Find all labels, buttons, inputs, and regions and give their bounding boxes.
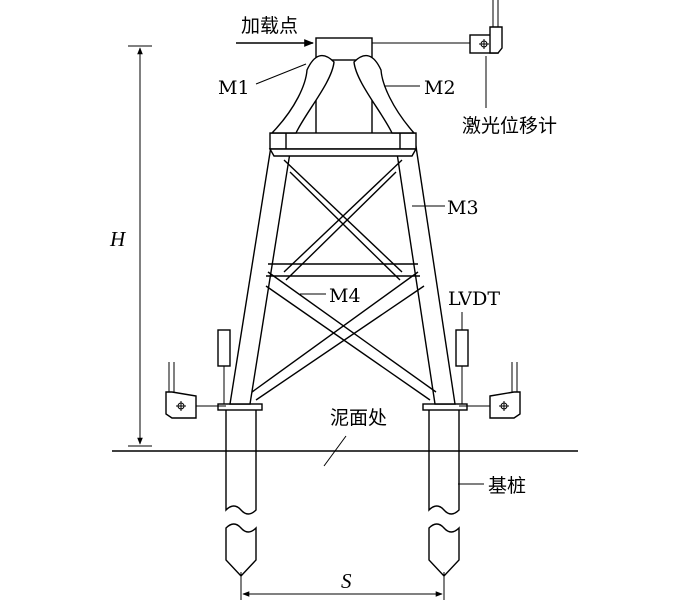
right-pile xyxy=(428,409,460,578)
label-height: H xyxy=(109,227,127,251)
laser-sensor-top xyxy=(372,0,503,54)
laser-sensor-left xyxy=(165,362,226,419)
label-laser: 激光位移计 xyxy=(462,115,557,137)
label-pile: 基桩 xyxy=(488,475,526,497)
right-leg xyxy=(394,139,456,405)
right-pile-flange xyxy=(422,403,468,411)
mid-horizontal-brace xyxy=(266,263,420,277)
height-dimension xyxy=(128,45,152,447)
label-spacing: S xyxy=(341,569,352,593)
upper-x-brace xyxy=(283,159,403,281)
label-lvdt: LVDT xyxy=(448,288,500,310)
label-m4: M4 xyxy=(329,285,361,307)
lvdt-right xyxy=(455,329,469,404)
left-pile-flange xyxy=(217,403,263,411)
label-m1: M1 xyxy=(218,77,250,99)
top-frame xyxy=(268,132,418,157)
lower-x-brace xyxy=(251,271,437,401)
left-leg xyxy=(229,139,293,405)
label-loading-point: 加载点 xyxy=(241,15,298,37)
label-mudline: 泥面处 xyxy=(330,407,387,429)
leader-m1 xyxy=(255,63,307,85)
upper-transition xyxy=(270,37,416,134)
leader-mudline xyxy=(323,435,347,467)
laser-sensor-right xyxy=(459,362,521,419)
lvdt-left xyxy=(217,329,231,404)
left-pile xyxy=(225,409,257,578)
label-m2: M2 xyxy=(424,77,456,99)
label-m3: M3 xyxy=(447,197,479,219)
